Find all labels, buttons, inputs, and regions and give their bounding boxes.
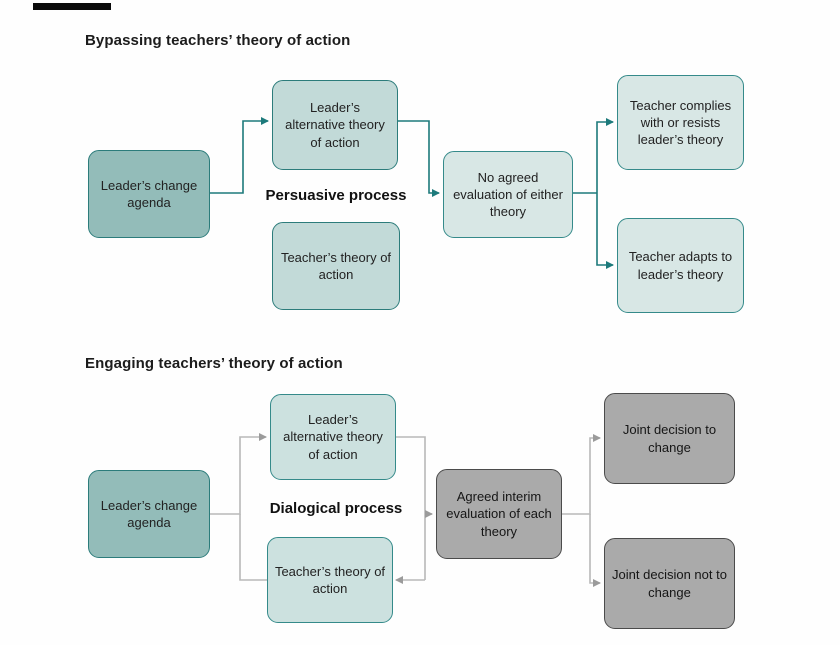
section-title-bypassing: Bypassing teachers’ theory of action <box>85 32 351 49</box>
node-no-agreed-evaluation: No agreed evaluation of either theory <box>443 151 573 238</box>
node-teachers-theory-engaging: Teacher’s theory of action <box>267 537 393 623</box>
node-teacher-adapts: Teacher adapts to leader’s theory <box>617 218 744 313</box>
label-dialogical-process: Dialogical process <box>269 500 403 517</box>
node-leaders-alternative-theory-bypassing: Leader’s alternative theory of action <box>272 80 398 170</box>
engaging-connectors <box>210 433 601 587</box>
node-leaders-change-agenda-engaging: Leader’s change agenda <box>88 470 210 558</box>
letterbox-bar <box>33 3 111 10</box>
node-leaders-change-agenda-bypassing: Leader’s change agenda <box>88 150 210 238</box>
node-joint-decision-to-change: Joint decision to change <box>604 393 735 484</box>
node-teachers-theory-bypassing: Teacher’s theory of action <box>272 222 400 310</box>
node-agreed-interim-evaluation: Agreed interim evaluation of each theory <box>436 469 562 559</box>
node-teacher-complies-or-resists: Teacher complies with or resists leader’… <box>617 75 744 170</box>
section-title-engaging: Engaging teachers’ theory of action <box>85 355 343 372</box>
node-leaders-alternative-theory-engaging: Leader’s alternative theory of action <box>270 394 396 480</box>
label-persuasive-process: Persuasive process <box>265 187 407 204</box>
bypassing-connectors <box>210 117 614 269</box>
node-joint-decision-not-to-change: Joint decision not to change <box>604 538 735 629</box>
